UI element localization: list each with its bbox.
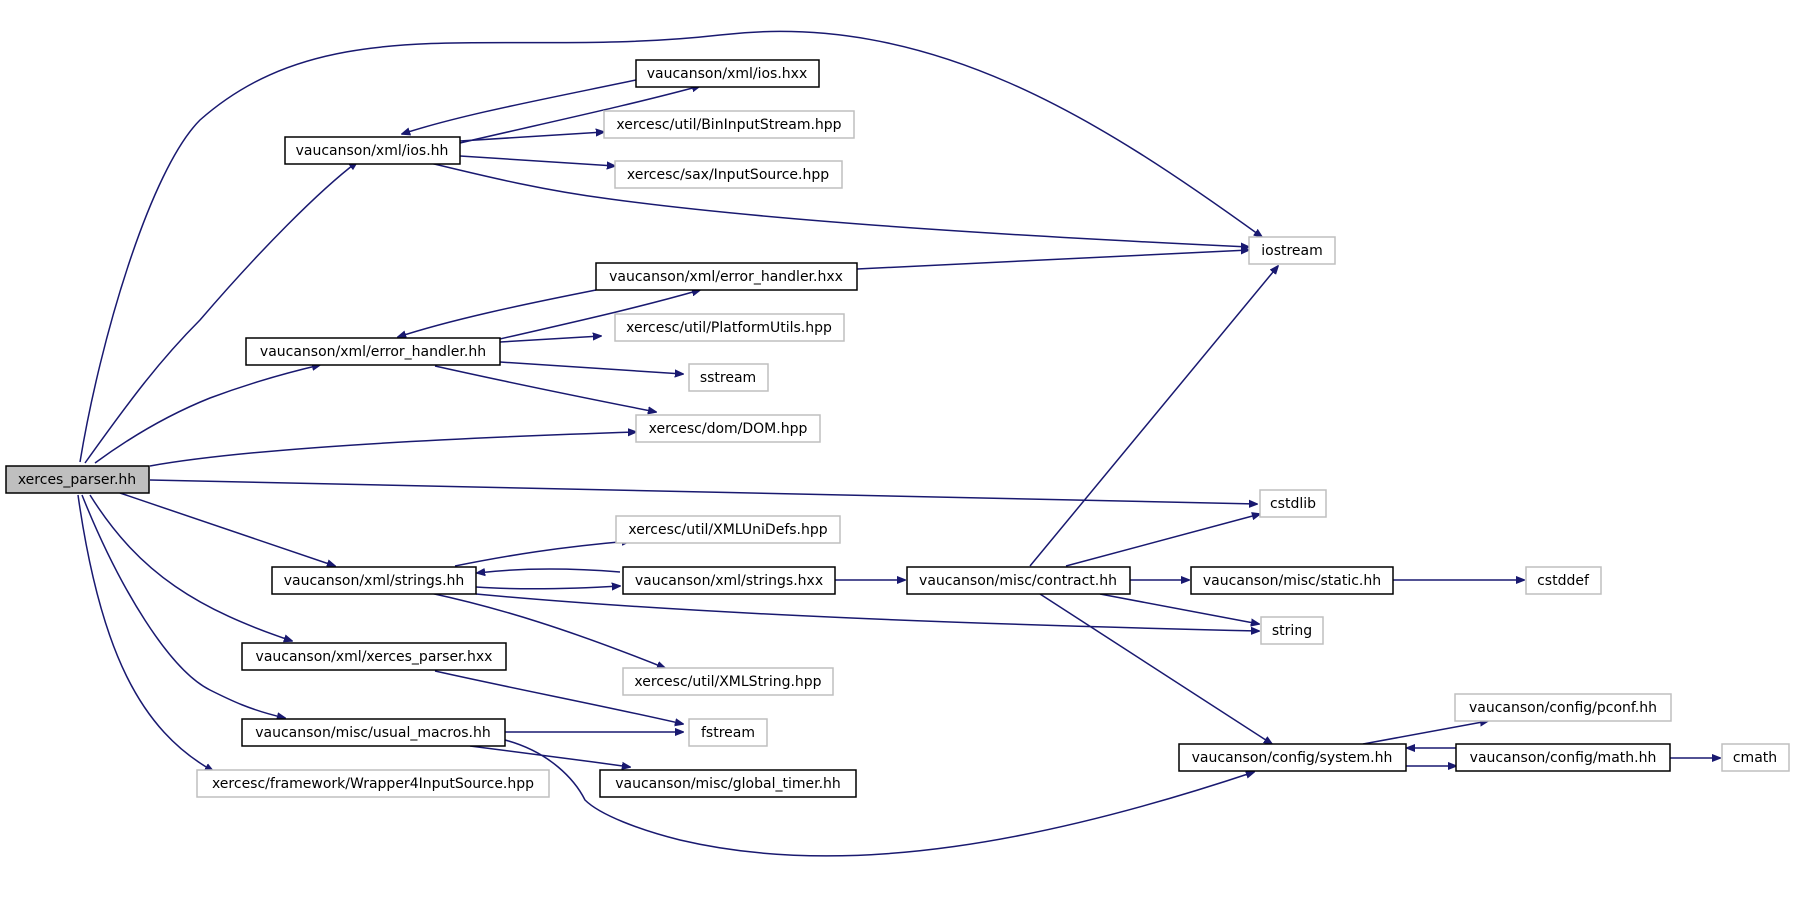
edge-eh-hh-dom — [434, 365, 656, 412]
node-label: vaucanson/xml/error_handler.hh — [260, 344, 486, 360]
node-label: vaucanson/xml/ios.hh — [296, 143, 449, 159]
edge-usual-timer — [469, 745, 630, 767]
node-strings-hxx[interactable]: vaucanson/xml/strings.hxx — [622, 566, 836, 595]
edge-root-error-handler-hh — [94, 365, 320, 464]
node-label: vaucanson/xml/xerces_parser.hxx — [256, 649, 493, 665]
node-dom[interactable]: xercesc/dom/DOM.hpp — [635, 414, 821, 443]
node-bininputstream[interactable]: xercesc/util/BinInputStream.hpp — [603, 110, 855, 139]
node-xmlstring[interactable]: xercesc/util/XMLString.hpp — [622, 667, 834, 696]
node-sstream[interactable]: sstream — [688, 363, 769, 392]
node-label: vaucanson/config/system.hh — [1192, 750, 1393, 766]
node-label: xercesc/util/PlatformUtils.hpp — [626, 320, 832, 336]
node-global-timer[interactable]: vaucanson/misc/global_timer.hh — [599, 769, 857, 798]
node-ios-hh[interactable]: vaucanson/xml/ios.hh — [284, 136, 461, 165]
node-label: cstddef — [1537, 573, 1590, 589]
node-label: fstream — [701, 725, 755, 741]
node-label: string — [1272, 623, 1312, 639]
node-label: vaucanson/misc/static.hh — [1203, 573, 1381, 589]
node-system[interactable]: vaucanson/config/system.hh — [1178, 743, 1407, 772]
edge-contract-iostream — [1029, 266, 1278, 567]
node-cmath[interactable]: cmath — [1721, 743, 1790, 772]
node-label: vaucanson/misc/global_timer.hh — [615, 776, 841, 792]
edge-system-pconf — [1362, 721, 1488, 745]
edge-ios-hxx-ios-hh — [402, 79, 637, 134]
node-label: cstdlib — [1270, 496, 1316, 512]
edge-xp-hxx-fstream — [434, 670, 683, 724]
node-label: vaucanson/xml/error_handler.hxx — [609, 269, 843, 285]
edge-ios-hh-iostream — [429, 162, 1249, 247]
node-xerces-parser-hxx[interactable]: vaucanson/xml/xerces_parser.hxx — [241, 642, 507, 671]
edge-root-iostream — [79, 30, 1262, 463]
edge-contract-system — [1039, 593, 1272, 744]
node-math[interactable]: vaucanson/config/math.hh — [1455, 743, 1671, 772]
node-platformutils[interactable]: xercesc/util/PlatformUtils.hpp — [614, 313, 845, 342]
edge-eh-hh-platform — [499, 336, 601, 343]
edge-eh-hxx-iostream — [856, 250, 1249, 270]
node-iostream[interactable]: iostream — [1248, 236, 1336, 265]
node-label: vaucanson/xml/strings.hh — [284, 573, 465, 589]
node-usual-macros[interactable]: vaucanson/misc/usual_macros.hh — [241, 718, 506, 747]
edge-eh-hh-eh-hxx — [486, 290, 700, 343]
edge-root-wrapper — [77, 494, 213, 771]
edge-root-cstdlib — [149, 479, 1257, 504]
node-label: vaucanson/misc/usual_macros.hh — [255, 725, 491, 741]
edge-ios-hh-bininput — [459, 132, 604, 142]
node-cstdlib[interactable]: cstdlib — [1259, 489, 1327, 518]
node-ios-hxx[interactable]: vaucanson/xml/ios.hxx — [635, 59, 820, 88]
node-strings-hh[interactable]: vaucanson/xml/strings.hh — [271, 566, 477, 595]
edge-eh-hxx-eh-hh — [398, 289, 597, 337]
edge-strings-hh-string — [475, 593, 1259, 631]
edges — [77, 30, 1720, 857]
edge-root-strings-hh — [119, 492, 335, 566]
node-error-handler-hh[interactable]: vaucanson/xml/error_handler.hh — [245, 337, 501, 366]
edge-root-dom — [149, 432, 636, 467]
node-label: cmath — [1733, 750, 1777, 766]
edge-strings-hxx-strings-hh — [477, 569, 621, 573]
node-pconf[interactable]: vaucanson/config/pconf.hh — [1454, 693, 1672, 722]
node-string[interactable]: string — [1260, 616, 1324, 645]
node-label: xercesc/util/XMLString.hpp — [634, 674, 821, 690]
node-error-handler-hxx[interactable]: vaucanson/xml/error_handler.hxx — [595, 262, 858, 291]
edge-contract-string — [1099, 593, 1259, 624]
node-wrapper4inputsource[interactable]: xercesc/framework/Wrapper4InputSource.hp… — [196, 769, 550, 798]
edge-eh-hh-sstream — [499, 361, 683, 374]
node-label: vaucanson/xml/strings.hxx — [635, 573, 823, 589]
node-label: xercesc/sax/InputSource.hpp — [627, 167, 829, 183]
edge-contract-cstdlib — [1065, 514, 1260, 567]
node-label: xercesc/dom/DOM.hpp — [649, 421, 808, 437]
node-xmlunidefs[interactable]: xercesc/util/XMLUniDefs.hpp — [615, 515, 841, 544]
edge-usual-system — [504, 739, 1254, 857]
edge-ios-hh-ios-hxx — [459, 86, 700, 144]
node-fstream[interactable]: fstream — [688, 718, 768, 747]
node-cstddef[interactable]: cstddef — [1525, 566, 1602, 595]
node-xerces-parser-hh[interactable]: xerces_parser.hh — [5, 465, 150, 494]
node-label: iostream — [1261, 243, 1323, 259]
nodes: xerces_parser.hh vaucanson/xml/ios.hh va… — [5, 59, 1790, 798]
node-static[interactable]: vaucanson/misc/static.hh — [1190, 566, 1394, 595]
node-label: vaucanson/xml/ios.hxx — [647, 66, 808, 82]
edge-ios-hh-inputsource — [459, 155, 615, 166]
node-label: xercesc/util/BinInputStream.hpp — [616, 117, 841, 133]
node-label: vaucanson/config/pconf.hh — [1469, 700, 1657, 716]
node-label: vaucanson/config/math.hh — [1470, 750, 1657, 766]
node-label: sstream — [700, 370, 756, 386]
edge-strings-hh-strings-hxx — [475, 586, 620, 589]
node-inputsource[interactable]: xercesc/sax/InputSource.hpp — [614, 160, 843, 189]
node-label: xerces_parser.hh — [18, 472, 136, 488]
node-contract[interactable]: vaucanson/misc/contract.hh — [906, 566, 1131, 595]
edge-root-xerces-parser-hxx — [89, 494, 292, 641]
node-label: xercesc/util/XMLUniDefs.hpp — [628, 522, 827, 538]
node-label: vaucanson/misc/contract.hh — [919, 573, 1117, 589]
edge-strings-hh-xmlunidefs — [454, 541, 630, 567]
node-label: xercesc/framework/Wrapper4InputSource.hp… — [212, 776, 534, 792]
edge-root-ios-hh — [84, 162, 357, 464]
edge-root-usual-macros — [81, 494, 285, 718]
edge-strings-hh-xmlstring — [429, 592, 665, 668]
